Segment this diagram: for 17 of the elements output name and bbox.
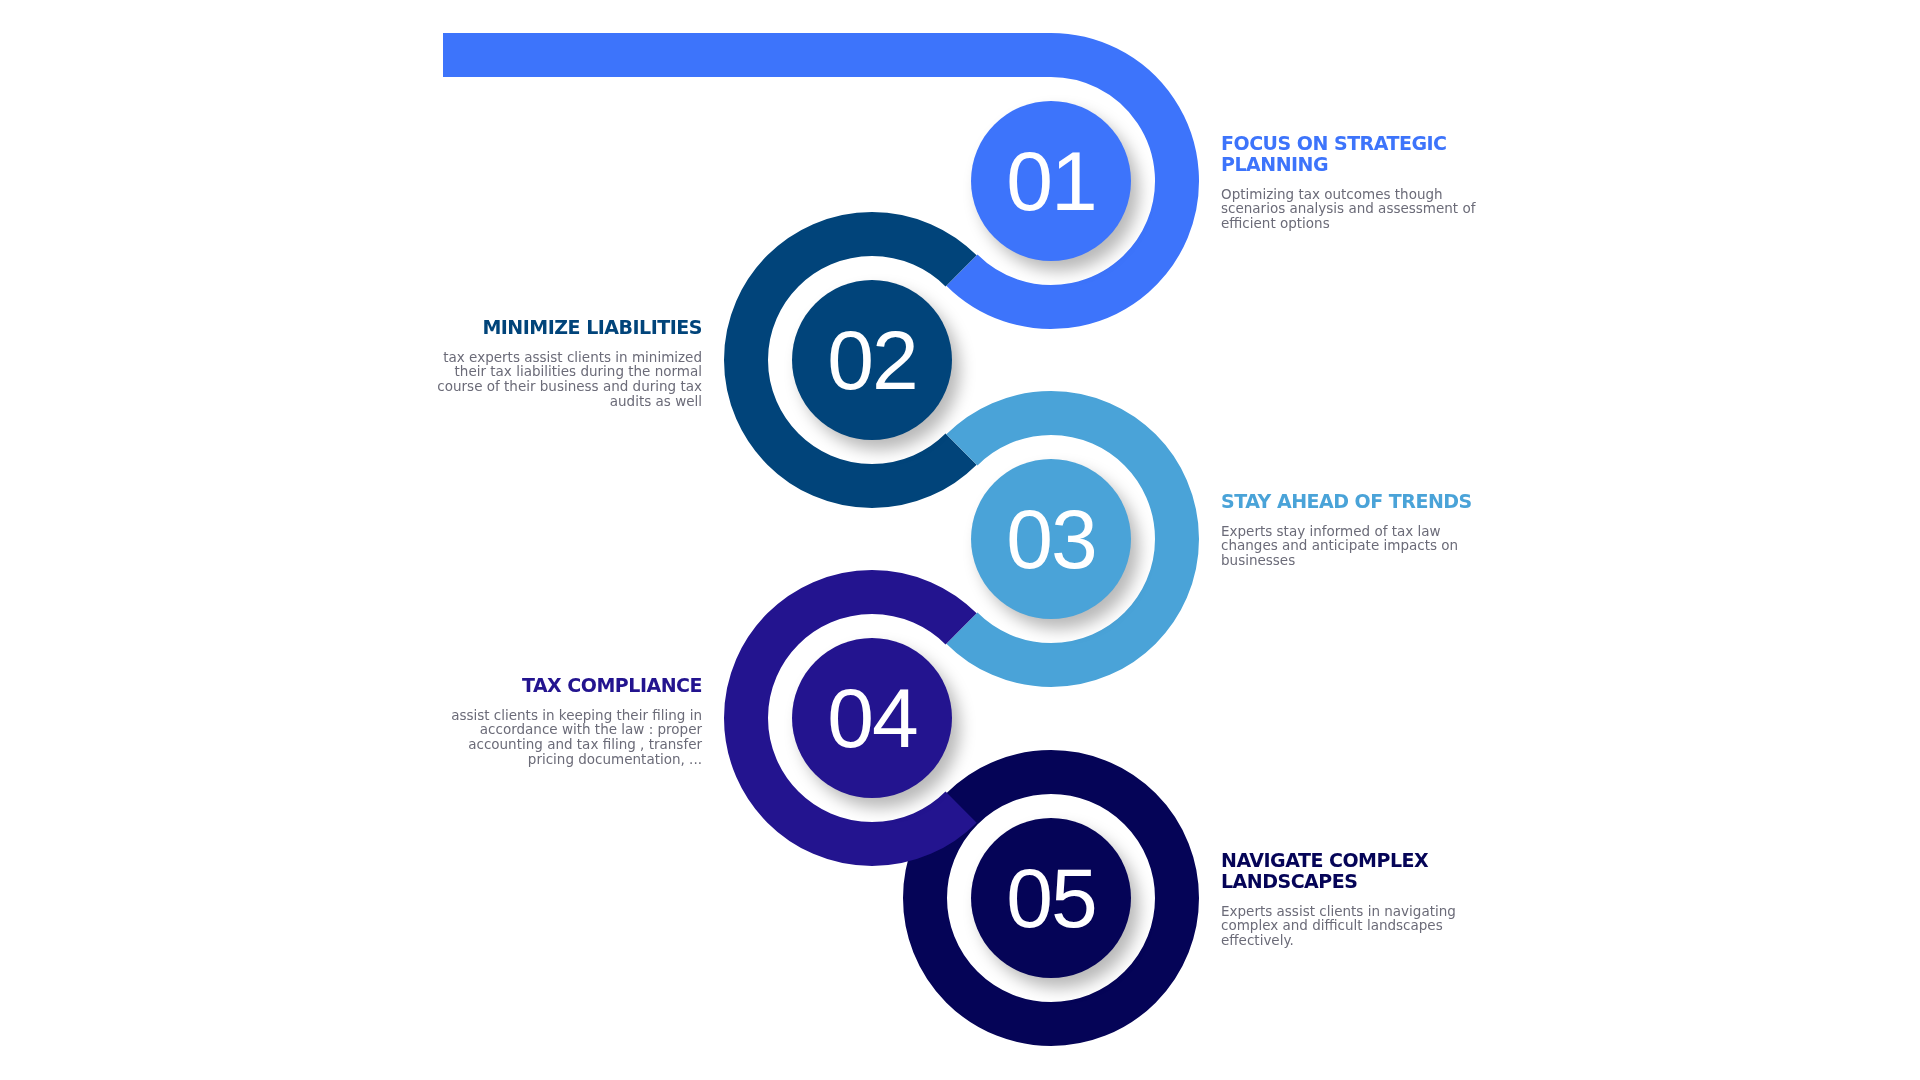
step-title: NAVIGATE COMPLEX LANDSCAPES — [1221, 850, 1430, 892]
step-title: STAY AHEAD OF TRENDS — [1221, 491, 1473, 512]
step-number: 03 — [1006, 490, 1096, 588]
step-description: Experts assist clients in navigating complex and difficult landscapes effectively. — [1221, 903, 1457, 948]
step-number: 02 — [827, 311, 917, 409]
step-description: Experts stay informed of tax law changes and anticipate impacts on businesses — [1221, 523, 1460, 568]
step-title: MINIMIZE LIABILITIES — [481, 317, 702, 338]
number-circle — [971, 459, 1131, 619]
step-number: 04 — [827, 669, 917, 767]
step-number: 01 — [1006, 132, 1096, 230]
step-description: tax experts assist clients in minimized their tax liabilities during the normal course of their business and during tax audits as well — [436, 349, 702, 409]
step-number: 05 — [1006, 849, 1096, 947]
step-description: Optimizing tax outcomes though scenarios analysis and assessment of efficient options — [1221, 186, 1477, 231]
number-circle — [971, 818, 1131, 978]
step-description: assist clients in keeping their filing in accordance with the law : proper accounting and tax filing , transfer pricing documentation, ... — [450, 707, 702, 767]
step-title: FOCUS ON STRATEGIC PLANNING — [1221, 133, 1448, 175]
step-title: TAX COMPLIANCE — [520, 675, 702, 696]
